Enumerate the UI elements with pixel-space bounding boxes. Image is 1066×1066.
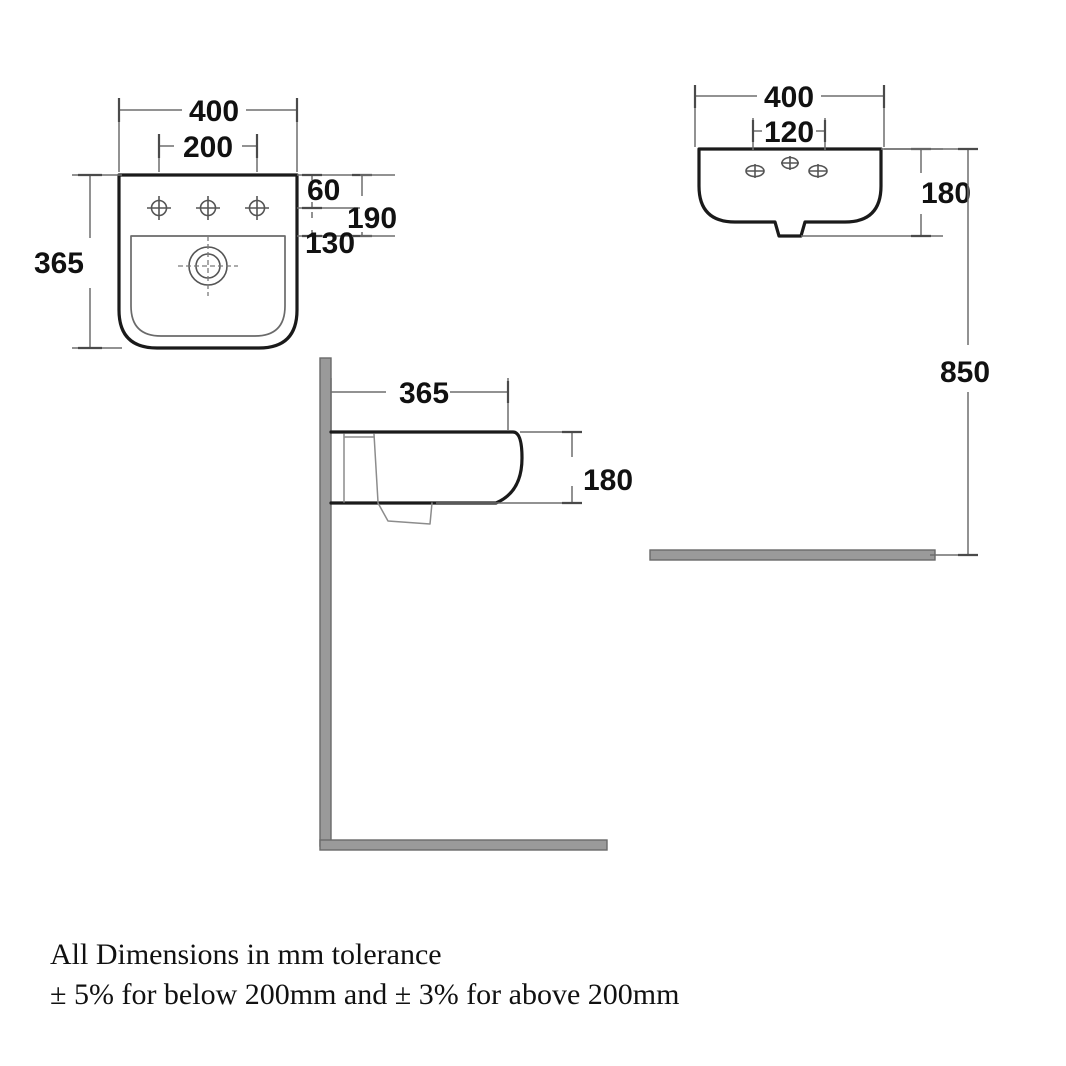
tolerance-notes: All Dimensions in mm tolerance ± 5% for … [50,935,1010,1015]
dim-label-top-width: 400 [189,95,239,128]
dim-label-front-to-taps: 60 [307,174,340,207]
side-view-waste-trap-outline [377,502,433,525]
dim-label-installation-height: 850 [940,356,990,389]
installation-height-group: 850 [649,147,990,561]
side-view-dim-180: 180 [436,430,633,505]
front-view-tap-hole-left [745,164,765,178]
wall-line [319,357,332,847]
top-view-basin-outline [117,173,299,350]
top-view-dim-130: 130 [297,212,360,260]
side-view-group: 365 180 [319,357,633,851]
floor-line-left [319,839,608,851]
dim-label-tap-spacing: 200 [183,131,233,164]
front-view-tap-hole-center [781,156,799,170]
top-view-tap-hole-left [147,196,171,220]
top-view-dim-365: 365 [34,173,122,350]
top-view-dim-60: 60 [297,173,360,210]
tolerance-note-line-2: ± 5% for below 200mm and ± 3% for above … [50,978,680,1011]
dim-label-side-projection: 365 [399,377,449,410]
top-view-group: 400 200 365 [34,95,397,350]
top-view-dim-190: 190 [347,173,397,238]
floor-line-right [649,549,936,561]
side-view-dim-365: 365 [330,377,510,430]
top-view-waste-outlet [178,236,238,296]
front-view-dim-400: 400 [693,81,886,147]
side-view-basin-outline [329,430,524,505]
dim-label-top-depth: 365 [34,247,84,280]
dim-label-side-height: 180 [583,464,633,497]
tolerance-note-line-1: All Dimensions in mm tolerance [50,938,442,971]
top-view-tap-hole-center [196,196,220,220]
dim-label-front-tap-spacing: 120 [764,116,814,149]
dim-label-front-height: 180 [921,177,971,210]
front-view-tap-hole-right [808,164,828,178]
front-view-group: 400 120 180 [693,81,971,238]
top-view-bowl-outline [130,235,286,337]
top-view-tap-hole-right [245,196,269,220]
dim-label-taps-to-bowl: 130 [305,227,355,260]
top-view-dim-400: 400 [117,95,299,172]
side-view-bowl-wall [373,433,379,503]
dim-label-front-width: 400 [764,81,814,114]
top-view-dim-200: 200 [157,131,259,172]
dim-label-back-offset: 190 [347,202,397,235]
front-view-dim-120: 120 [751,116,827,150]
